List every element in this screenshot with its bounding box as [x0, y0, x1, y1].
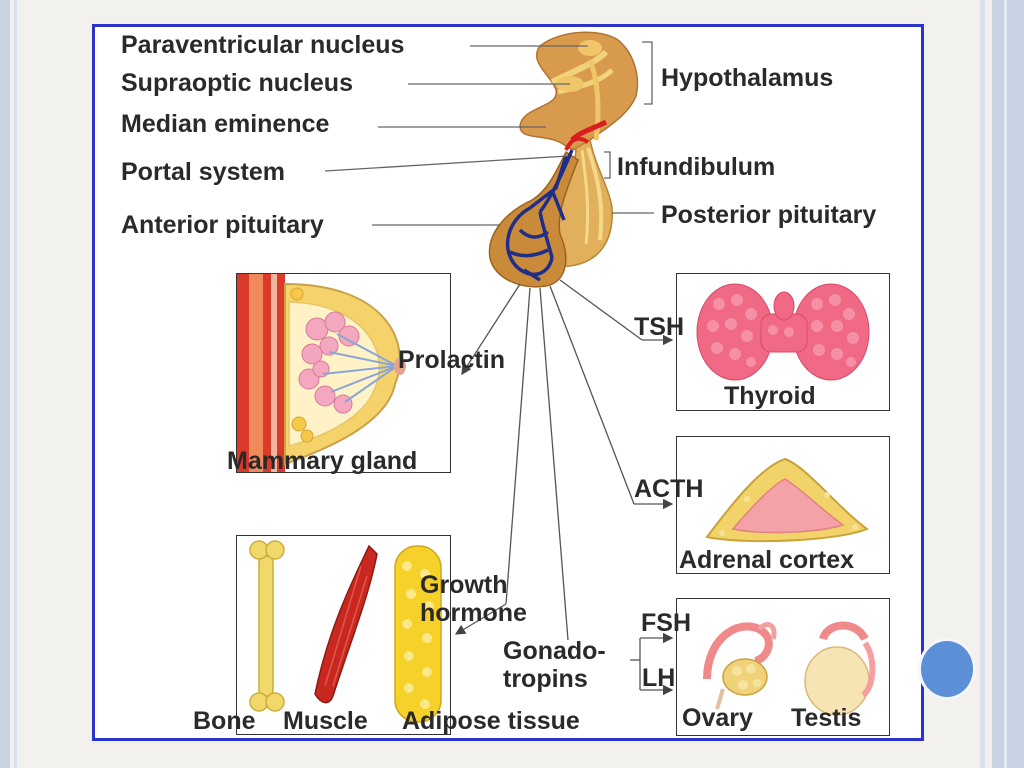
left-border-stripe — [0, 0, 10, 768]
left-border-line — [14, 0, 17, 768]
label-acth: ACTH — [634, 475, 704, 503]
slide-decoration-dot — [918, 638, 976, 700]
bone-muscle-adipose-panel — [236, 535, 451, 735]
label-median-eminence: Median eminence — [121, 110, 330, 138]
testis-icon — [804, 621, 876, 716]
label-gonadotropins-line2: tropins — [503, 665, 588, 693]
bone-icon — [249, 540, 285, 712]
leader-lines — [324, 41, 654, 226]
ovary-icon — [703, 622, 777, 710]
label-ovary: Ovary — [682, 704, 753, 732]
adipose-icon — [394, 545, 442, 723]
label-adrenal-cortex: Adrenal cortex — [679, 546, 855, 574]
right-border-line — [980, 0, 985, 768]
right-border-stripe — [992, 0, 1024, 768]
label-muscle: Muscle — [283, 707, 368, 735]
label-posterior-pituitary: Posterior pituitary — [661, 201, 877, 229]
label-thyroid: Thyroid — [724, 382, 816, 410]
label-anterior-pituitary: Anterior pituitary — [121, 211, 324, 239]
label-fsh: FSH — [641, 609, 691, 637]
label-lh: LH — [642, 664, 676, 692]
hormone-lines — [454, 279, 674, 696]
tissue-illustration — [249, 540, 442, 723]
adrenal-cortex-panel — [676, 436, 890, 574]
label-prolactin: Prolactin — [398, 346, 505, 374]
thyroid-illustration — [696, 283, 870, 381]
label-portal-system: Portal system — [121, 158, 285, 186]
hypothalamus-shape — [519, 31, 639, 151]
label-testis: Testis — [791, 704, 862, 732]
label-paraventricular-nucleus: Paraventricular nucleus — [121, 31, 405, 59]
mammary-gland-panel — [236, 273, 451, 473]
label-tsh: TSH — [634, 313, 684, 341]
label-mammary-gland: Mammary gland — [227, 447, 418, 475]
gonads-illustration — [703, 621, 876, 716]
mammary-gland-illustration — [237, 274, 450, 472]
label-growth-hormone-line1: Growth — [420, 571, 508, 599]
label-gonadotropins-line1: Gonado- — [503, 637, 606, 665]
ovary-testis-panel — [676, 598, 890, 736]
anterior-pituitary-shape — [488, 119, 608, 288]
right-border-highlight — [1004, 0, 1007, 768]
label-growth-hormone-line2: hormone — [420, 599, 527, 627]
label-infundibulum: Infundibulum — [617, 153, 776, 181]
adrenal-cortex-illustration — [705, 457, 870, 543]
label-adipose-tissue: Adipose tissue — [402, 707, 580, 735]
label-supraoptic-nucleus: Supraoptic nucleus — [121, 69, 353, 97]
label-hypothalamus: Hypothalamus — [661, 64, 834, 92]
muscle-icon — [314, 544, 378, 704]
label-bone: Bone — [193, 707, 256, 735]
thyroid-panel — [676, 273, 890, 411]
